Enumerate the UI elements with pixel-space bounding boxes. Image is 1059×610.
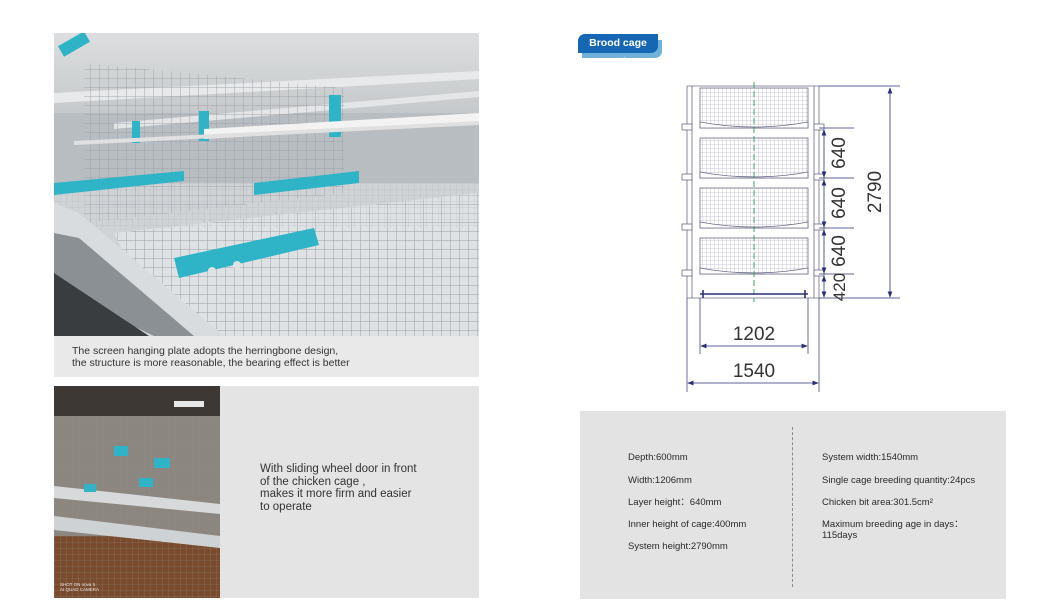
top-photo-caption: The screen hanging plate adopts the herr… bbox=[54, 336, 479, 377]
layer-1-height-label: 640 bbox=[829, 137, 850, 169]
cage-rack-drawing: 1202 1540 640 640 640 420 2790 bbox=[678, 80, 908, 400]
badge-label: Brood cage rack bbox=[578, 34, 658, 68]
cage-photo-top bbox=[54, 33, 479, 336]
door-feature-text: With sliding wheel door in front of the … bbox=[260, 463, 417, 513]
spec-depth: Depth:600mm bbox=[628, 452, 688, 463]
layer-3-height-label: 640 bbox=[829, 235, 850, 267]
rack-frame bbox=[686, 85, 820, 299]
spec-divider bbox=[792, 427, 793, 587]
spec-system-height: System height:2790mm bbox=[628, 541, 728, 552]
camera-watermark: SHOT ON nova 5 AI QUAD CAMERA bbox=[60, 582, 100, 592]
specification-panel: Depth:600mm Width:1206mm Layer height：64… bbox=[580, 411, 1006, 599]
outer-width-label: 1540 bbox=[733, 361, 775, 382]
door-feature-panel: SHOT ON nova 5 AI QUAD CAMERA With slidi… bbox=[54, 386, 479, 598]
brood-cage-rack-badge: Brood cage rack bbox=[578, 34, 662, 68]
cage-photo-top-illustration bbox=[54, 33, 479, 336]
spec-system-width: System width:1540mm bbox=[822, 452, 919, 463]
cage-photo-bottom: SHOT ON nova 5 AI QUAD CAMERA bbox=[54, 386, 220, 598]
layer-2-height-label: 640 bbox=[829, 187, 850, 219]
cage-photo-bottom-illustration bbox=[54, 386, 220, 598]
total-height-label: 2790 bbox=[865, 171, 886, 213]
base-height-label: 420 bbox=[830, 273, 849, 301]
inner-width-label: 1202 bbox=[733, 324, 775, 345]
cage-tiers bbox=[681, 82, 825, 302]
spec-layer-height: Layer height：640mm bbox=[628, 497, 722, 508]
top-photo-caption-text: The screen hanging plate adopts the herr… bbox=[72, 345, 350, 369]
spec-width: Width:1206mm bbox=[628, 475, 692, 486]
spec-breeding-quantity: Single cage breeding quantity:24pcs bbox=[822, 475, 976, 486]
cage-rack-drawing-svg: 1202 1540 640 640 640 420 2790 bbox=[681, 82, 900, 392]
spec-inner-height: Inner height of cage:400mm bbox=[628, 519, 747, 530]
spec-chicken-bit-area: Chicken bit area:301.5cm² bbox=[822, 497, 933, 508]
spec-max-breeding-age: Maximum breeding age in days： 115days bbox=[822, 519, 964, 541]
